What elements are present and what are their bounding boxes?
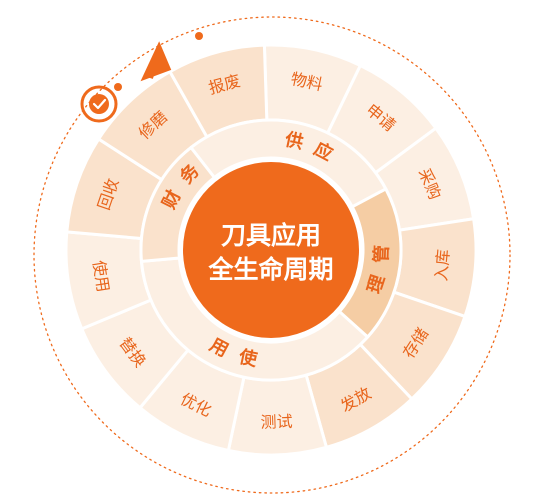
orbit-dot-end: [195, 32, 203, 40]
dotted-orbit: [33, 16, 511, 494]
step-label: 入库: [431, 248, 453, 282]
step-label: 使用: [89, 259, 113, 294]
phase-segment: [139, 256, 370, 382]
phase-label-char: 使: [236, 346, 260, 371]
center-title-line2: 全生命周期: [207, 255, 333, 284]
phase-label-char: 供: [282, 128, 305, 153]
check-icon: [80, 85, 118, 123]
phase-ring: 供应管理使用财务: [139, 118, 403, 382]
step-label: 测试: [260, 412, 293, 432]
arrow-up-icon: [140, 41, 172, 82]
center-title-line1: 刀具应用: [221, 221, 321, 250]
phase-label-char: 管: [370, 244, 393, 263]
phase-segment: [139, 145, 217, 263]
center-circle: [183, 162, 359, 338]
phase-label-char: 理: [364, 272, 390, 296]
orbit-dot: [114, 83, 122, 91]
